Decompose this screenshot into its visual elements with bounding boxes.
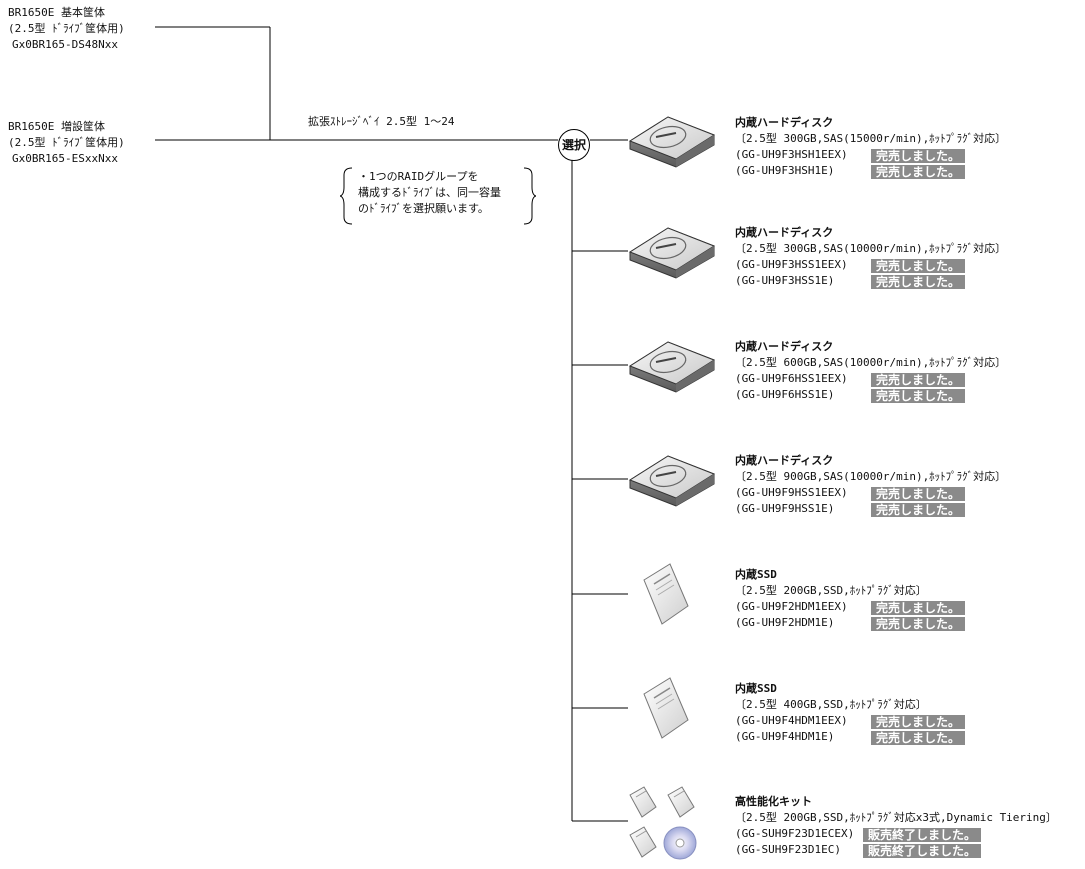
- status-badge: 完売しました。: [871, 373, 965, 387]
- status-badge: 完売しました。: [871, 617, 965, 631]
- item-title: 内蔵ハードディスク: [735, 339, 833, 355]
- expansion-chassis-name: BR1650E 増設筐体: [8, 119, 105, 135]
- item-code-1: (GG-UH9F2HDM1EEX): [735, 599, 848, 615]
- note-line-1: ・1つのRAIDグループを: [358, 169, 478, 185]
- select-node: 選択: [558, 129, 590, 161]
- status-badge: 販売終了しました。: [863, 844, 981, 858]
- status-badge: 完売しました。: [871, 275, 965, 289]
- item-code-1: (GG-UH9F9HSS1EEX): [735, 485, 848, 501]
- status-badge: 完売しました。: [871, 503, 965, 517]
- item-title: 内蔵ハードディスク: [735, 453, 833, 469]
- hard-disk-icon: [628, 338, 716, 398]
- status-badge: 完売しました。: [871, 487, 965, 501]
- item-title: 内蔵SSD: [735, 681, 777, 697]
- note-line-3: のﾄﾞﾗｲﾌﾞを選択願います。: [358, 201, 489, 217]
- base-chassis-name: BR1650E 基本筐体: [8, 5, 105, 21]
- item-code-1: (GG-UH9F3HSS1EEX): [735, 257, 848, 273]
- status-badge: 完売しました。: [871, 731, 965, 745]
- item-title: 内蔵SSD: [735, 567, 777, 583]
- item-spec: 〔2.5型 900GB,SAS(10000r/min),ﾎｯﾄﾌﾟﾗｸﾞ対応〕: [735, 469, 1006, 485]
- ssd-icon: [640, 676, 690, 744]
- ssd-icon: [640, 562, 690, 630]
- item-spec: 〔2.5型 200GB,SSD,ﾎｯﾄﾌﾟﾗｸﾞ対応〕: [735, 583, 927, 599]
- status-badge: 完売しました。: [871, 389, 965, 403]
- item-code-1: (GG-UH9F3HSH1EEX): [735, 147, 848, 163]
- status-badge: 完売しました。: [871, 165, 965, 179]
- item-code-2: (GG-UH9F4HDM1E): [735, 729, 834, 745]
- item-code-2: (GG-UH9F3HSS1E): [735, 273, 834, 289]
- item-title: 内蔵ハードディスク: [735, 225, 833, 241]
- item-code-2: (GG-UH9F2HDM1E): [735, 615, 834, 631]
- item-spec: 〔2.5型 400GB,SSD,ﾎｯﾄﾌﾟﾗｸﾞ対応〕: [735, 697, 927, 713]
- hard-disk-icon: [628, 113, 716, 173]
- status-badge: 販売終了しました。: [863, 828, 981, 842]
- item-code-1: (GG-UH9F6HSS1EEX): [735, 371, 848, 387]
- item-spec: 〔2.5型 300GB,SAS(10000r/min),ﾎｯﾄﾌﾟﾗｸﾞ対応〕: [735, 241, 1006, 257]
- hard-disk-icon: [628, 224, 716, 284]
- item-code-1: (GG-SUH9F23D1ECEX): [735, 826, 854, 842]
- item-code-2: (GG-UH9F3HSH1E): [735, 163, 834, 179]
- status-badge: 完売しました。: [871, 259, 965, 273]
- base-chassis-code: Gx0BR165-DS48Nxx: [12, 37, 118, 53]
- item-title: 高性能化キット: [735, 794, 812, 810]
- note-line-2: 構成するﾄﾞﾗｲﾌﾞは、同一容量: [358, 185, 501, 201]
- base-chassis-sub: (2.5型 ﾄﾞﾗｲﾌﾞ筐体用): [8, 21, 125, 37]
- status-badge: 完売しました。: [871, 715, 965, 729]
- expansion-chassis-code: Gx0BR165-ESxxNxx: [12, 151, 118, 167]
- raid-note: ・1つのRAIDグループを 構成するﾄﾞﾗｲﾌﾞは、同一容量 のﾄﾞﾗｲﾌﾞを選…: [340, 167, 536, 225]
- item-title: 内蔵ハードディスク: [735, 115, 833, 131]
- item-code-1: (GG-UH9F4HDM1EEX): [735, 713, 848, 729]
- status-badge: 完売しました。: [871, 601, 965, 615]
- item-spec: 〔2.5型 300GB,SAS(15000r/min),ﾎｯﾄﾌﾟﾗｸﾞ対応〕: [735, 131, 1006, 147]
- expansion-chassis-sub: (2.5型 ﾄﾞﾗｲﾌﾞ筐体用): [8, 135, 125, 151]
- status-badge: 完売しました。: [871, 149, 965, 163]
- item-spec: 〔2.5型 200GB,SSD,ﾎｯﾄﾌﾟﾗｸﾞ対応x3式,Dynamic Ti…: [735, 810, 1057, 826]
- item-code-2: (GG-SUH9F23D1EC): [735, 842, 841, 858]
- item-code-2: (GG-UH9F9HSS1E): [735, 501, 834, 517]
- item-code-2: (GG-UH9F6HSS1E): [735, 387, 834, 403]
- bay-label: 拡張ｽﾄﾚｰｼﾞﾍﾞｲ 2.5型 1～24: [308, 114, 454, 130]
- hard-disk-icon: [628, 452, 716, 512]
- ssd-kit-icon: [628, 785, 708, 869]
- item-spec: 〔2.5型 600GB,SAS(10000r/min),ﾎｯﾄﾌﾟﾗｸﾞ対応〕: [735, 355, 1006, 371]
